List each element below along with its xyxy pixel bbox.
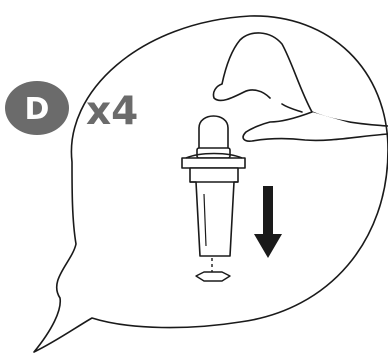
dropper-cap-icon: [182, 116, 245, 168]
hand-icon: [213, 33, 388, 141]
step-badge-letter: D: [25, 92, 50, 127]
tip-icon: [190, 168, 238, 256]
count-label: x4: [86, 89, 138, 134]
step-badge: D: [5, 81, 69, 135]
cap-seal-icon: [196, 272, 230, 281]
arrow-down-icon: [254, 186, 282, 258]
